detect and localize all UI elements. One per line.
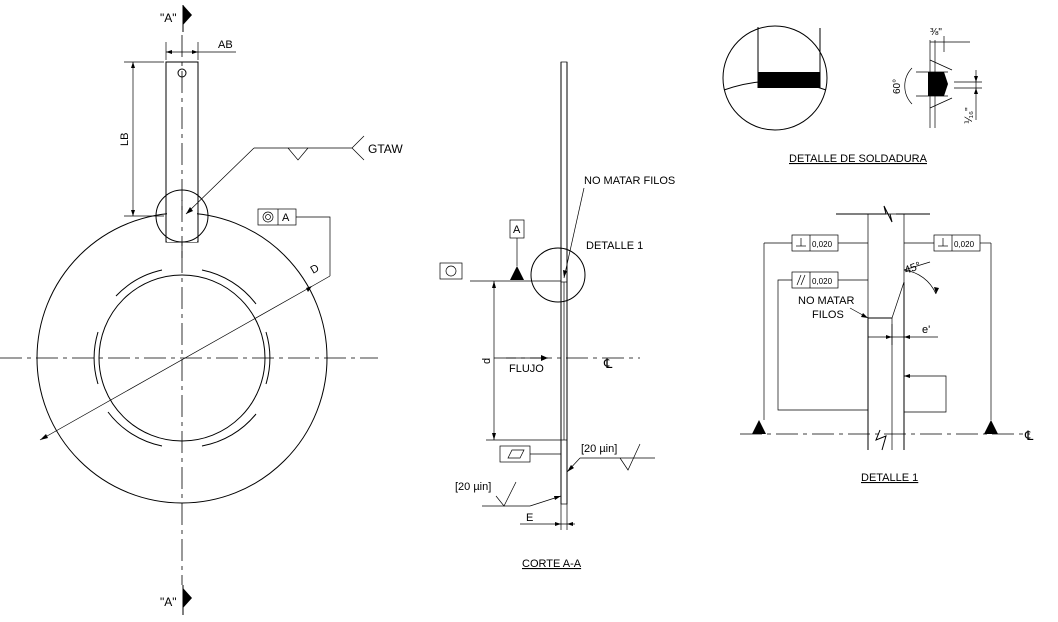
dim-ab: AB: [165, 39, 236, 60]
dim-bore-label: d: [481, 358, 493, 364]
dim-thickness: E: [520, 504, 575, 530]
dim-lb: LB: [119, 61, 164, 217]
datum-triangle-right: [984, 420, 998, 434]
dim-bore: d: [481, 281, 496, 440]
flow-label: FLUJO: [509, 363, 544, 375]
dim-ab-label: AB: [218, 39, 233, 51]
section-mark-top-label: "A": [160, 11, 177, 25]
bore-circle: [98, 274, 266, 442]
note-edge-line2: FILOS: [812, 309, 844, 321]
dim-weld-angle: 60°: [892, 79, 903, 94]
tol-perp-left-value: 0,020: [812, 240, 833, 249]
roughness-right: [20 µin]: [566, 443, 655, 473]
tol-perp-left: 0,020: [763, 234, 868, 420]
dim-root: ⅟₁₆": [964, 107, 975, 124]
section-view: ℄ FLUJO DETALLE 1 NO MATAR FILOS A: [439, 61, 675, 570]
weld-detail: DETALLE DE SOLDADURA ⅜" 60° ⅟₁₆": [722, 25, 982, 165]
roughness-left-label: [20 µin]: [455, 481, 491, 493]
section-title: CORTE A-A: [522, 558, 582, 570]
dim-e-label: e': [922, 324, 930, 336]
section-mark-bottom-label: "A": [160, 595, 177, 609]
dim-diameter-label: D: [309, 262, 322, 276]
datum-a-label: A: [513, 224, 521, 236]
detail-1-ref: DETALLE 1: [586, 240, 643, 252]
weld-detail-circle-large: [722, 25, 828, 131]
concentricity-datum: A: [282, 212, 290, 224]
gasket-arc: [115, 269, 163, 297]
datum-a: A: [509, 219, 525, 280]
roughness-right-label: [20 µin]: [581, 443, 617, 455]
dim-e: e': [868, 324, 938, 345]
roughness-left: [20 µin]: [455, 481, 562, 507]
tol-perp-right: 0,020: [904, 234, 992, 420]
tol-parallel: 0,020: [777, 271, 868, 411]
tol-parallel-value: 0,020: [812, 277, 833, 286]
bevel-sketch: [904, 36, 982, 128]
weld-process-label: GTAW: [368, 142, 403, 156]
detail-1: ℄ 0,020 0,020: [740, 205, 1034, 484]
weld-symbol: GTAW: [185, 135, 403, 215]
handle-hole: [177, 68, 187, 78]
dim-lb-label: LB: [119, 133, 131, 146]
section-mark-top: "A": [160, 5, 192, 32]
front-view: "A" "A" AB: [0, 5, 403, 615]
note-edge-line1: NO MATAR: [798, 295, 854, 307]
concentricity-frame: A: [257, 208, 331, 276]
plate-section-lower: [560, 439, 568, 505]
section-centerline-symbol: ℄: [603, 356, 613, 371]
dim-bevel: ⅜": [930, 27, 942, 38]
dim-thickness-label: E: [526, 512, 533, 524]
dim-diameter: D: [39, 262, 331, 441]
flatness-box: [499, 445, 561, 463]
concentricity-box: [439, 262, 463, 280]
detail-1-circle: [530, 247, 586, 303]
weld-detail-circle: [155, 189, 209, 243]
detail-plate-section: [867, 213, 905, 319]
detail-centerline-symbol: ℄: [1024, 428, 1034, 443]
detail-1-title: DETALLE 1: [861, 472, 918, 484]
datum-triangle-left: [752, 420, 766, 434]
section-mark-bottom: "A": [160, 585, 192, 615]
note-edge: NO MATAR FILOS: [584, 175, 675, 187]
weld-detail-title: DETALLE DE SOLDADURA: [789, 153, 928, 165]
tol-perp-right-value: 0,020: [954, 240, 975, 249]
dim-angle-45: 45°: [903, 260, 923, 277]
